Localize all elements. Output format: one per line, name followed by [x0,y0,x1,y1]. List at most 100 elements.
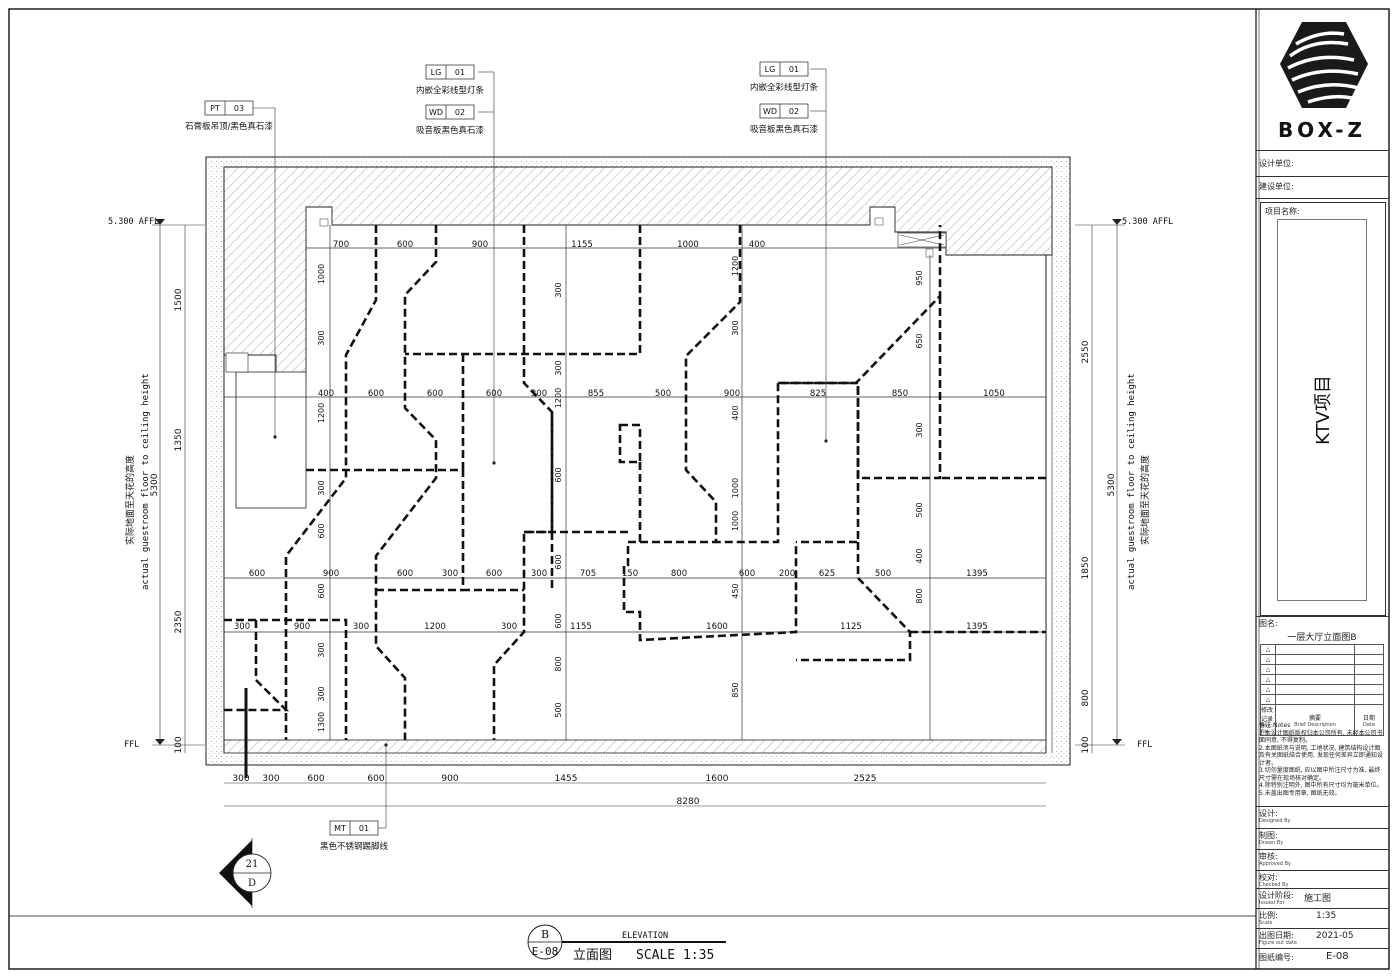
bottom-dimension: 1455 [555,774,578,784]
drawing-name-label: 图名: [1259,619,1278,628]
field-value: 1:35 [1316,911,1337,921]
dimension-label: 600 [249,569,265,579]
right-dimension: 1850 [1081,556,1091,579]
title-letter: B [541,928,549,941]
note-4: 4.除特别注明外, 图中所有尺寸均为毫米单位。 [1259,782,1383,789]
right-dimension: 800 [1081,689,1091,706]
field-label: 制图: [1259,831,1278,840]
field-value: 2021-05 [1316,931,1354,941]
height-note-cn-right: 实际地面至天花的高度 [1139,455,1151,545]
dimension-label-vertical: 650 [915,333,924,348]
drawing-title: B E-08 ELEVATION 立面图 SCALE 1:35 [527,924,726,963]
note-2: 2.本图纸须与说明, 工地状况, 建筑结构设计图及有关图纸结合使用, 发现任何差… [1259,744,1383,767]
callout-code: MT [334,824,346,833]
dimension-label: 600 [486,569,502,579]
callout-code: WD [763,107,777,116]
dimension-label: 1200 [424,622,446,632]
left-dimension: 1350 [174,428,184,451]
dimension-label: 300 [442,569,458,579]
dimension-label-vertical: 800 [915,588,924,603]
dimension-label-vertical: 450 [731,583,740,598]
sheet-no-label: 图纸编号: [1259,953,1294,962]
dimension-label: 1000 [677,240,699,250]
field-label: 比例: [1259,911,1278,920]
callout-code: LG [765,65,776,74]
panel-seams [224,225,1046,740]
dimension-label: 600 [397,240,413,250]
dimension-label-vertical: 600 [554,554,563,569]
left-total: 5300 [150,473,160,496]
title-en: ELEVATION [622,931,668,941]
callout-description: 吸音板黑色真石漆 [416,125,485,136]
project-name-frame: KTV项目 [1277,219,1367,601]
dimension-label-vertical: 500 [554,702,563,717]
dimension-label: 1125 [840,622,862,632]
field-label-en: Figure out date [1259,940,1297,946]
callout-number: 02 [789,107,799,116]
outer-dims [152,224,1125,807]
left-dimension: 1500 [174,288,184,311]
callout-number: 01 [359,824,369,833]
dimension-label-vertical: 1200 [731,256,740,276]
title-scale: SCALE 1:35 [636,948,714,963]
field-label-en: Designed By [1259,818,1291,824]
rev-header-no-en: Rev. No. [1261,723,1272,735]
height-note-en-right: actual guestroom floor to ceiling height [1127,373,1137,590]
bottom-dimension: 1600 [706,774,729,784]
project-name-box: 项目名称: KTV项目 [1260,202,1386,616]
field-label-en: Drawn By [1259,840,1284,846]
dimension-label: 900 [472,240,488,250]
right-dimension: 2550 [1081,340,1091,363]
dimension-label-vertical: 800 [554,656,563,671]
callout-number: 03 [234,104,244,113]
callout-description: 黑色不锈钢踢脚线 [320,841,389,852]
dimension-label: 300 [531,389,547,399]
field-label: 校对: [1259,873,1278,882]
ffl-left: FFL [124,740,139,750]
dimension-label-vertical: 300 [554,282,563,297]
project-name: KTV项目 [1313,375,1334,445]
callout-description: 石膏板吊顶/黑色真石漆 [185,121,273,132]
field-value: 施工图 [1304,894,1332,904]
dimension-label-vertical: 300 [731,320,740,335]
bottom-dimension: 900 [441,774,458,784]
title-cn: 立面图 [573,948,612,963]
ffl-right: FFL [1137,740,1152,750]
rev-header-desc: 摘要 [1308,714,1321,722]
field-label: 设计阶段: [1259,891,1294,900]
field-label: 设计: [1259,809,1278,818]
left-dimension: 100 [174,736,184,753]
dimension-label: 900 [724,389,740,399]
design-unit-label: 设计单位: [1259,159,1294,168]
title-sheet: E-08 [532,945,559,958]
title-block: BOX-Z 设计单位: 建设单位: 项目名称: KTV项目 图名: 一层大厅立面… [1256,10,1388,968]
callout-number: 01 [789,65,799,74]
rev-header-no: 修改记录 [1261,707,1274,723]
rev-header-desc-en: Brief Description [1294,721,1336,728]
dimension-label: 150 [622,569,638,579]
dimension-label-vertical: 300 [915,422,924,437]
dimension-label: 300 [501,622,517,632]
callout-description: 内嵌全彩线型灯条 [416,85,485,96]
dimension-label-vertical: 1000 [317,264,326,284]
rev-header-date-en: Date [1363,721,1375,728]
callout-code: WD [429,108,443,117]
dimension-label-vertical: 400 [731,405,740,420]
project-name-label: 项目名称: [1265,207,1300,216]
dimension-label: 600 [397,569,413,579]
bottom-dimension: 600 [307,774,324,784]
outer-dimension-labels: 1500135023501005300255018508001005300300… [150,288,1117,807]
dimension-label: 1395 [966,622,988,632]
note-1: 1.本设计图纸版权归本公司所有, 未经本公司书面同意, 不得复制。 [1259,729,1383,745]
dimension-label-vertical: 600 [554,613,563,628]
dimension-label: 625 [819,569,835,579]
sheet-no: E-08 [1326,951,1349,962]
field-label: 审核: [1259,852,1278,861]
dimension-label: 600 [427,389,443,399]
dimension-label: 300 [531,569,547,579]
dimension-label-vertical: 300 [554,360,563,375]
build-unit-label: 建设单位: [1259,182,1294,191]
bottom-dimension: 600 [367,774,384,784]
level-top-left: 5.300 AFFL [108,217,159,227]
